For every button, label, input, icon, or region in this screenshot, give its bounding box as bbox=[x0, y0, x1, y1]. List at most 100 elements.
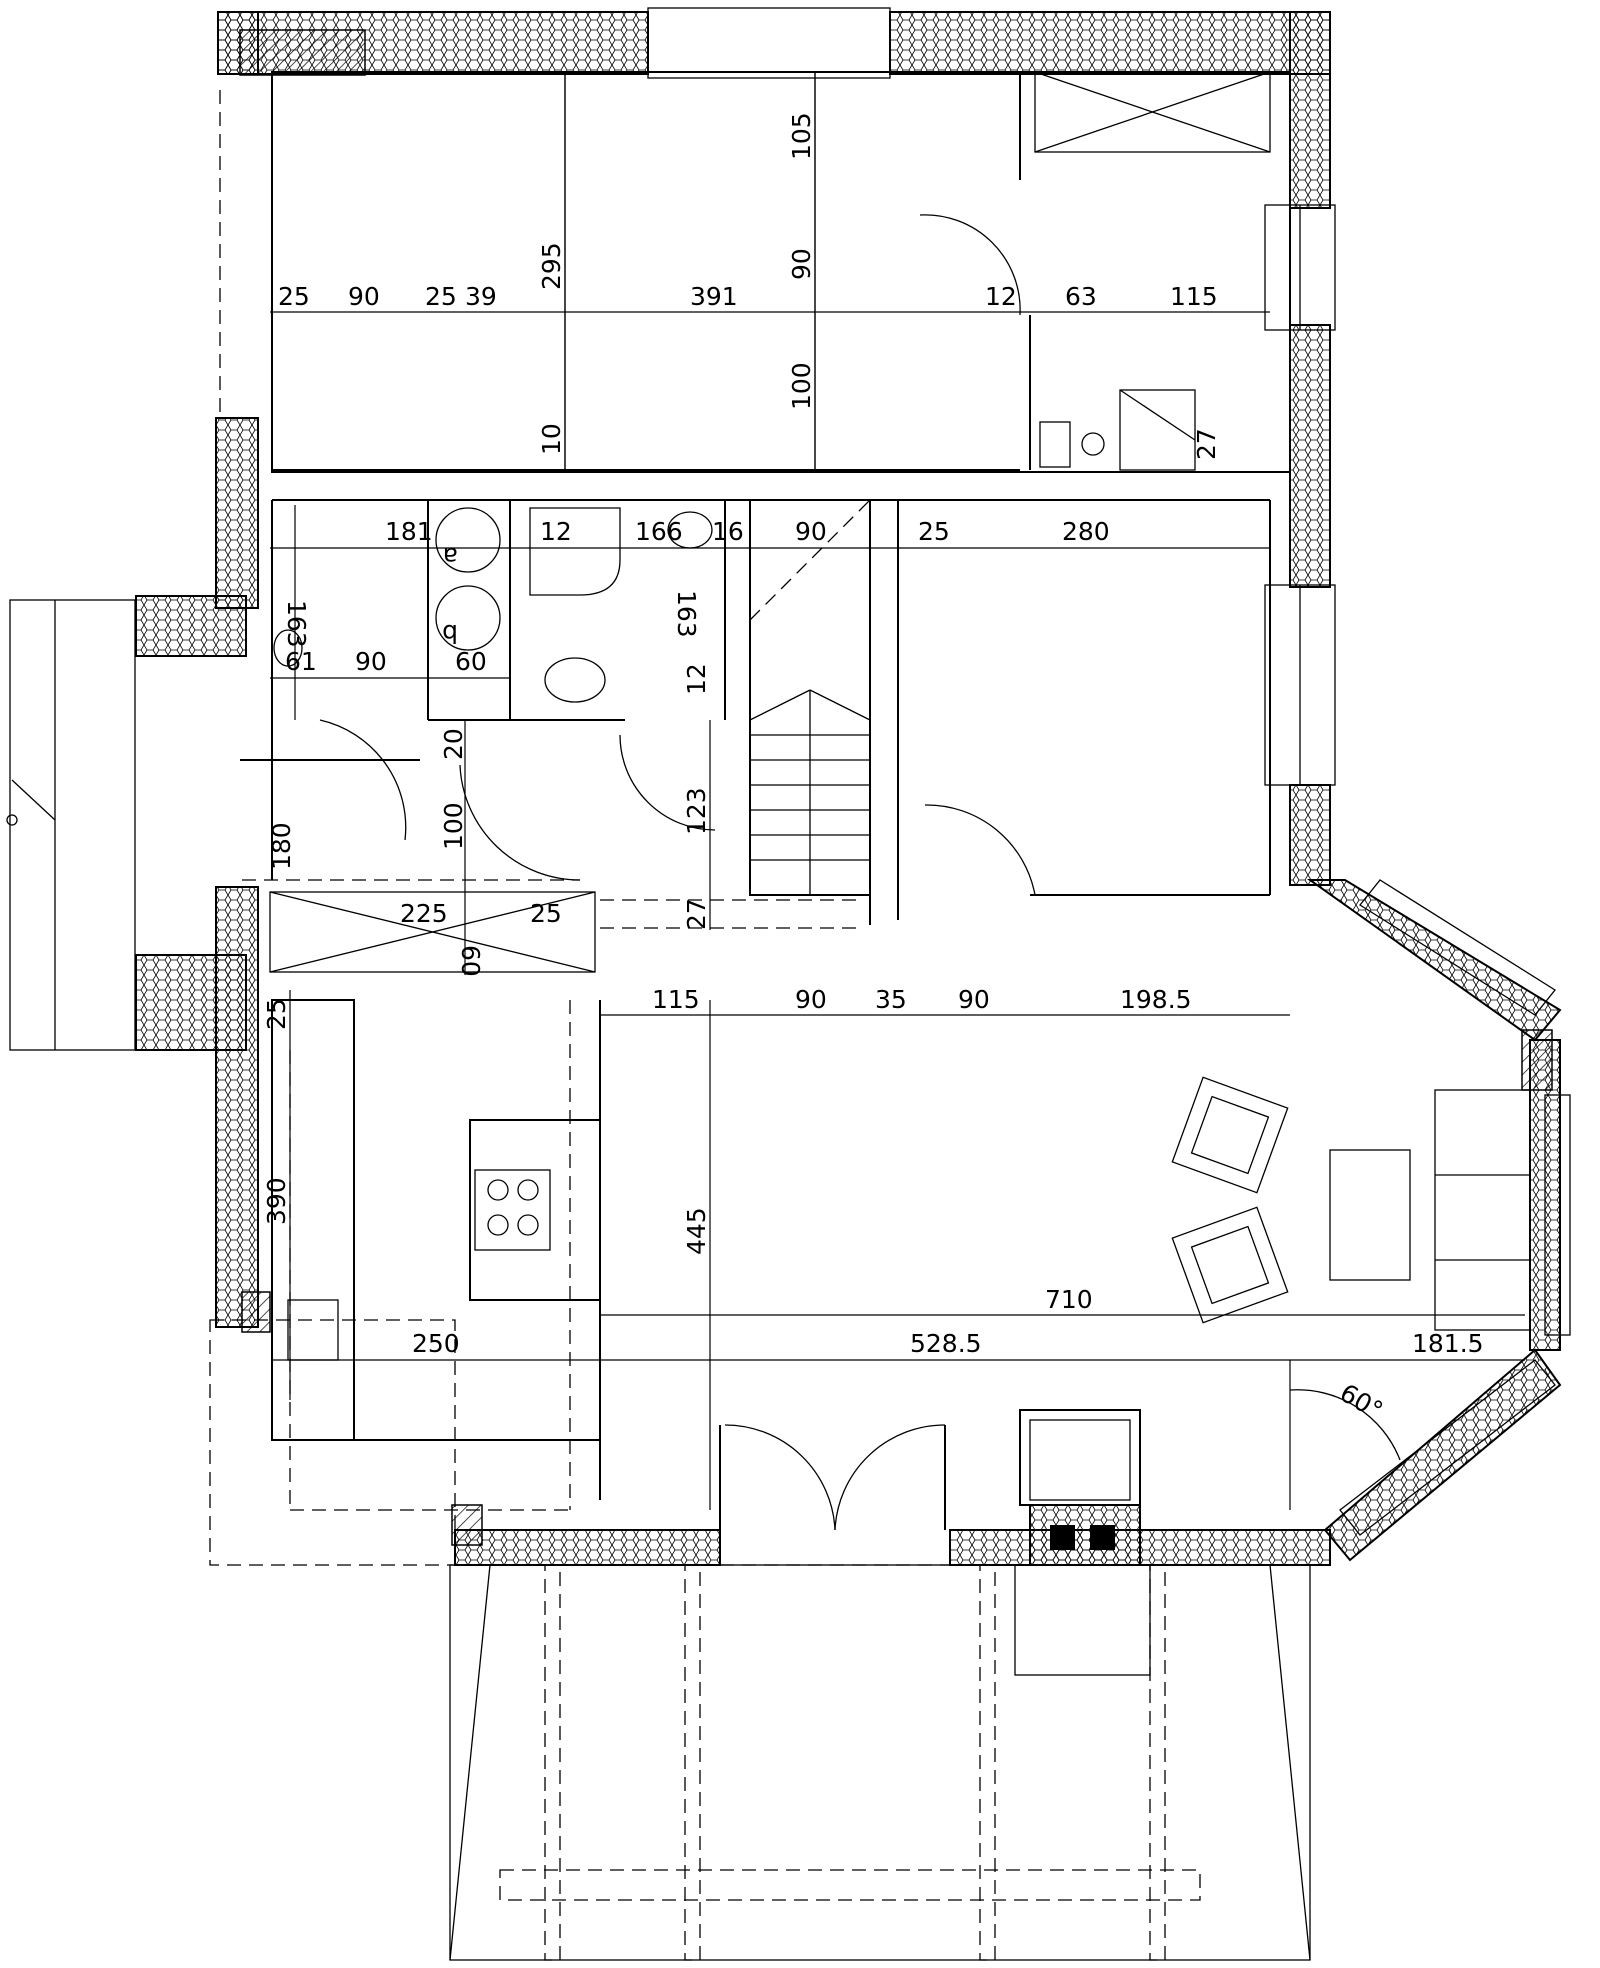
dim-mid-181: 181 bbox=[385, 517, 433, 546]
wall-left-notch-top bbox=[135, 595, 247, 657]
door-swing-entry-right bbox=[834, 1424, 946, 1531]
wall-top-window-sill bbox=[647, 7, 891, 79]
dim-hall-20: 20 bbox=[439, 728, 468, 760]
dim-v-27: 27 bbox=[1192, 428, 1221, 460]
door-swing-bay bbox=[1289, 1389, 1401, 1461]
dim-v-10: 10 bbox=[537, 423, 566, 455]
dim-v-295: 295 bbox=[537, 242, 566, 290]
stair-treads bbox=[749, 499, 871, 895]
dim-top-12: 12 bbox=[985, 282, 1017, 311]
wardrobe-x-2 bbox=[1034, 71, 1271, 153]
terrace-bottom bbox=[449, 1564, 1311, 1961]
dim-lt-90: 90 bbox=[795, 985, 827, 1014]
door-swing-entry-left bbox=[724, 1424, 836, 1531]
dim-mid-25: 25 bbox=[918, 517, 950, 546]
dim-mid-280: 280 bbox=[1062, 517, 1110, 546]
door-swing-top bbox=[919, 214, 1021, 316]
wall-left-bottom-pier bbox=[241, 1291, 271, 1333]
dim-mid-12: 12 bbox=[540, 517, 572, 546]
door-swing-bath bbox=[619, 734, 716, 831]
dim-top-115: 115 bbox=[1170, 282, 1218, 311]
dim-hall-60: 60 bbox=[456, 945, 485, 977]
boiler bbox=[1119, 389, 1196, 471]
wall-right-upper bbox=[1289, 11, 1331, 209]
dim-b-250: 250 bbox=[412, 1329, 460, 1358]
wall-bay-lower bbox=[1323, 1348, 1562, 1562]
wall-corner-bay bbox=[1521, 1029, 1553, 1091]
wall-bottom-mid bbox=[454, 1529, 721, 1566]
fireplace-inner bbox=[1029, 1419, 1131, 1501]
coffee-table bbox=[1329, 1149, 1411, 1281]
dashed-outlines bbox=[209, 90, 1201, 1961]
chimney-flue-1 bbox=[1050, 1525, 1075, 1550]
wall-left-notch-bottom bbox=[135, 954, 247, 1051]
dim-top-39: 39 bbox=[465, 282, 497, 311]
closet-top bbox=[269, 891, 596, 973]
boiler-gauge bbox=[1081, 432, 1105, 456]
dim-top-25: 25 bbox=[278, 282, 310, 311]
dim-v-90: 90 bbox=[787, 248, 816, 280]
armchair-1 bbox=[1171, 1076, 1289, 1194]
tank-b-label: b bbox=[442, 619, 458, 648]
top-room-outline bbox=[271, 71, 1291, 473]
dim-lt-90b: 90 bbox=[958, 985, 990, 1014]
dim-b-181-5: 181.5 bbox=[1412, 1329, 1484, 1358]
dim-k-25: 25 bbox=[262, 998, 291, 1030]
wall-right-lower bbox=[1289, 784, 1331, 886]
boiler-line bbox=[1119, 389, 1196, 441]
dim-mv-12: 12 bbox=[682, 663, 711, 695]
dim-mid-166: 166 bbox=[635, 517, 683, 546]
windows bbox=[1264, 204, 1571, 1536]
wall-left-mid bbox=[215, 417, 259, 609]
door-swing-mid bbox=[924, 804, 1036, 896]
dim-mv-163b: 163 bbox=[672, 590, 701, 638]
dim-hall-180: 180 bbox=[267, 822, 296, 870]
dim-top-391: 391 bbox=[690, 282, 738, 311]
tank-a bbox=[435, 507, 501, 573]
sink bbox=[287, 1299, 339, 1361]
sofa bbox=[1434, 1089, 1531, 1331]
wall-corner-bottom bbox=[451, 1504, 483, 1546]
dim-top-25b: 25 bbox=[425, 282, 457, 311]
dim-lt-35: 35 bbox=[875, 985, 907, 1014]
fireplace bbox=[1019, 1409, 1141, 1506]
dim-b-710: 710 bbox=[1045, 1285, 1093, 1314]
exterior-walls bbox=[135, 7, 1562, 1566]
dimension-lines bbox=[270, 72, 1525, 1510]
dim-hall-25: 25 bbox=[530, 899, 562, 928]
boiler-unit-1 bbox=[1039, 421, 1071, 468]
dim-hall-123: 123 bbox=[682, 787, 711, 835]
dim-angle: 60° bbox=[1335, 1378, 1388, 1425]
dim-top-63: 63 bbox=[1065, 282, 1097, 311]
dim-bath-60: 60 bbox=[455, 647, 487, 676]
toilet bbox=[544, 657, 606, 703]
chimney-flue-2 bbox=[1090, 1525, 1115, 1550]
wall-corner-top-left bbox=[239, 29, 366, 76]
door-swing-left bbox=[319, 719, 407, 841]
tank-b bbox=[435, 585, 501, 651]
wall-top-right bbox=[889, 11, 1331, 75]
dim-hall-225: 225 bbox=[400, 899, 448, 928]
dim-bath-90: 90 bbox=[355, 647, 387, 676]
chimney-block bbox=[1029, 1504, 1141, 1566]
armchair-2 bbox=[1171, 1206, 1289, 1324]
wall-right-mid bbox=[1289, 324, 1331, 588]
dim-v-100: 100 bbox=[787, 362, 816, 410]
kitchen-island bbox=[469, 1119, 601, 1301]
wardrobe bbox=[1034, 71, 1271, 153]
dim-k-445: 445 bbox=[682, 1207, 711, 1255]
dim-mid-16: 16 bbox=[712, 517, 744, 546]
dim-top-90: 90 bbox=[348, 282, 380, 311]
dim-mv-163a: 163 bbox=[282, 600, 311, 648]
wall-left-lower bbox=[215, 886, 259, 1328]
wall-bay-upper bbox=[1306, 879, 1562, 1042]
cooktop bbox=[474, 1169, 551, 1251]
dim-hall-27: 27 bbox=[682, 898, 711, 930]
dim-lt-198-5: 198.5 bbox=[1120, 985, 1192, 1014]
tank-a-label: a bbox=[443, 542, 458, 571]
door-swing-hall bbox=[459, 764, 581, 881]
shower bbox=[529, 507, 621, 596]
dim-k-390: 390 bbox=[262, 1177, 291, 1225]
dim-b-528-5: 528.5 bbox=[910, 1329, 982, 1358]
